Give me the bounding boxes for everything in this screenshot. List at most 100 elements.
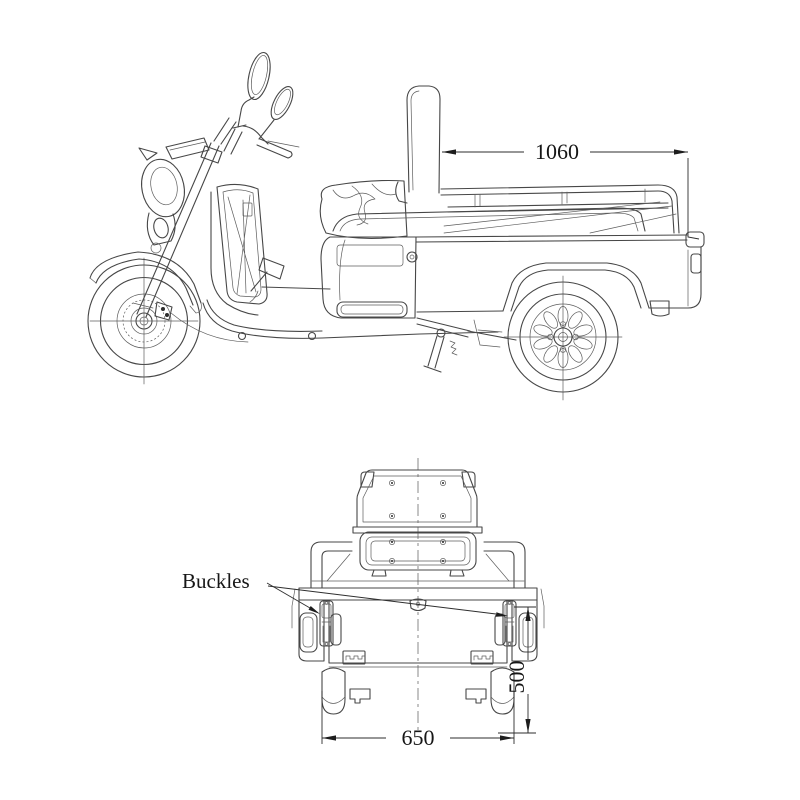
backrest-inner-line bbox=[362, 475, 472, 523]
left-mirror bbox=[247, 51, 271, 101]
rivet-center bbox=[391, 482, 393, 484]
battery-door bbox=[336, 244, 404, 267]
left-mirror-glass bbox=[250, 55, 269, 95]
pedal-pad bbox=[258, 257, 285, 280]
backrest-base-band bbox=[352, 526, 483, 534]
brake-lever bbox=[267, 140, 300, 148]
leader-line bbox=[267, 585, 497, 615]
swingarm bbox=[416, 317, 471, 338]
buckle-pin bbox=[507, 601, 512, 605]
seat-backrest bbox=[406, 85, 441, 194]
mudflap bbox=[649, 300, 670, 317]
dimension-value-500: 500 bbox=[504, 661, 529, 694]
dash-panel bbox=[165, 137, 210, 160]
right-mirror-glass bbox=[274, 88, 291, 116]
mounting-brackets bbox=[349, 688, 487, 704]
headlight bbox=[141, 158, 185, 218]
backrest-outline bbox=[356, 469, 478, 528]
bed-top-band bbox=[298, 580, 538, 601]
near-rail-inner bbox=[339, 212, 639, 232]
top-rail-inner bbox=[440, 190, 675, 234]
hinge-plate bbox=[342, 650, 366, 665]
right-rail-gusset bbox=[485, 553, 510, 582]
spoke bbox=[568, 311, 583, 329]
dimension-value-650: 650 bbox=[402, 725, 435, 750]
rear-wheels bbox=[321, 667, 515, 715]
rivet-center bbox=[442, 541, 444, 543]
rear-side-rails bbox=[310, 541, 526, 589]
fender-flare bbox=[291, 588, 296, 629]
pedal-arm bbox=[250, 271, 268, 292]
hinge-crown bbox=[345, 655, 366, 661]
bed-rear-cap bbox=[685, 231, 705, 248]
spoke bbox=[573, 337, 593, 350]
arrowhead bbox=[674, 149, 688, 155]
cargo-rails bbox=[332, 184, 680, 234]
front-shell bbox=[210, 191, 259, 316]
axle-link bbox=[467, 330, 517, 341]
fork-tube bbox=[145, 145, 220, 318]
rivet bbox=[389, 480, 395, 486]
hinge-plates bbox=[342, 650, 494, 665]
support-bracket bbox=[473, 319, 503, 348]
top-rail bbox=[440, 184, 680, 234]
rivets bbox=[389, 539, 446, 564]
panel-light-inner bbox=[302, 616, 314, 648]
frame-tag bbox=[242, 202, 253, 217]
left-rail-inner bbox=[321, 550, 353, 589]
fender-flare bbox=[540, 588, 545, 629]
buckle-body bbox=[502, 600, 517, 647]
left-rail-outer bbox=[310, 541, 353, 589]
caliper-bolt bbox=[161, 307, 165, 311]
spoke bbox=[543, 345, 558, 363]
spring bbox=[449, 340, 458, 356]
turn-signal bbox=[153, 217, 169, 239]
side-view: 1060 bbox=[87, 51, 705, 401]
horn bbox=[150, 242, 162, 254]
frame-bolt bbox=[237, 331, 247, 341]
extension-line bbox=[687, 158, 700, 240]
backrest-ear bbox=[360, 471, 375, 488]
left-side-panel bbox=[291, 588, 325, 662]
headlight-cluster bbox=[138, 147, 185, 254]
headlight-bracket bbox=[146, 212, 176, 246]
vent-slot bbox=[340, 304, 404, 315]
bed-bottom bbox=[416, 307, 663, 313]
hinge-crown bbox=[473, 655, 494, 661]
near-rail bbox=[332, 207, 646, 232]
extension-line bbox=[321, 691, 515, 744]
rail-stanchions bbox=[474, 188, 646, 208]
bar-riser bbox=[223, 124, 247, 155]
fender-inner bbox=[95, 258, 194, 306]
arrowhead bbox=[525, 607, 531, 621]
bed-top-edge bbox=[415, 234, 688, 243]
spoke bbox=[533, 324, 553, 337]
tailgate-outline bbox=[328, 599, 508, 664]
buckle-pin bbox=[324, 601, 329, 605]
leg-shield-frame bbox=[210, 183, 268, 316]
buckle-hook bbox=[321, 621, 332, 643]
seat-mount bbox=[395, 181, 408, 204]
left-wheel bbox=[321, 667, 346, 715]
buckles-callout: Buckles bbox=[182, 569, 508, 617]
kickstand bbox=[423, 335, 445, 373]
pedestal-seam bbox=[339, 239, 346, 301]
rivets bbox=[389, 480, 446, 519]
caliper-bolt bbox=[165, 313, 169, 317]
seat-fold bbox=[332, 189, 376, 226]
fork-tube bbox=[136, 142, 212, 315]
frame-outer bbox=[359, 531, 477, 571]
arrowhead bbox=[500, 735, 514, 741]
right-wheel-arc bbox=[490, 696, 515, 704]
mirror-stem bbox=[237, 96, 255, 128]
buckle-pin bbox=[324, 642, 329, 646]
buckle-pin bbox=[507, 642, 512, 646]
wheel-crosshair bbox=[503, 275, 623, 401]
plate-frame bbox=[359, 531, 477, 577]
rivet bbox=[389, 513, 395, 519]
spoke bbox=[543, 311, 558, 329]
seat-pedestal bbox=[320, 236, 418, 319]
gate-cutout bbox=[330, 613, 342, 646]
fork-slider bbox=[132, 302, 154, 309]
arrowhead bbox=[322, 735, 336, 741]
